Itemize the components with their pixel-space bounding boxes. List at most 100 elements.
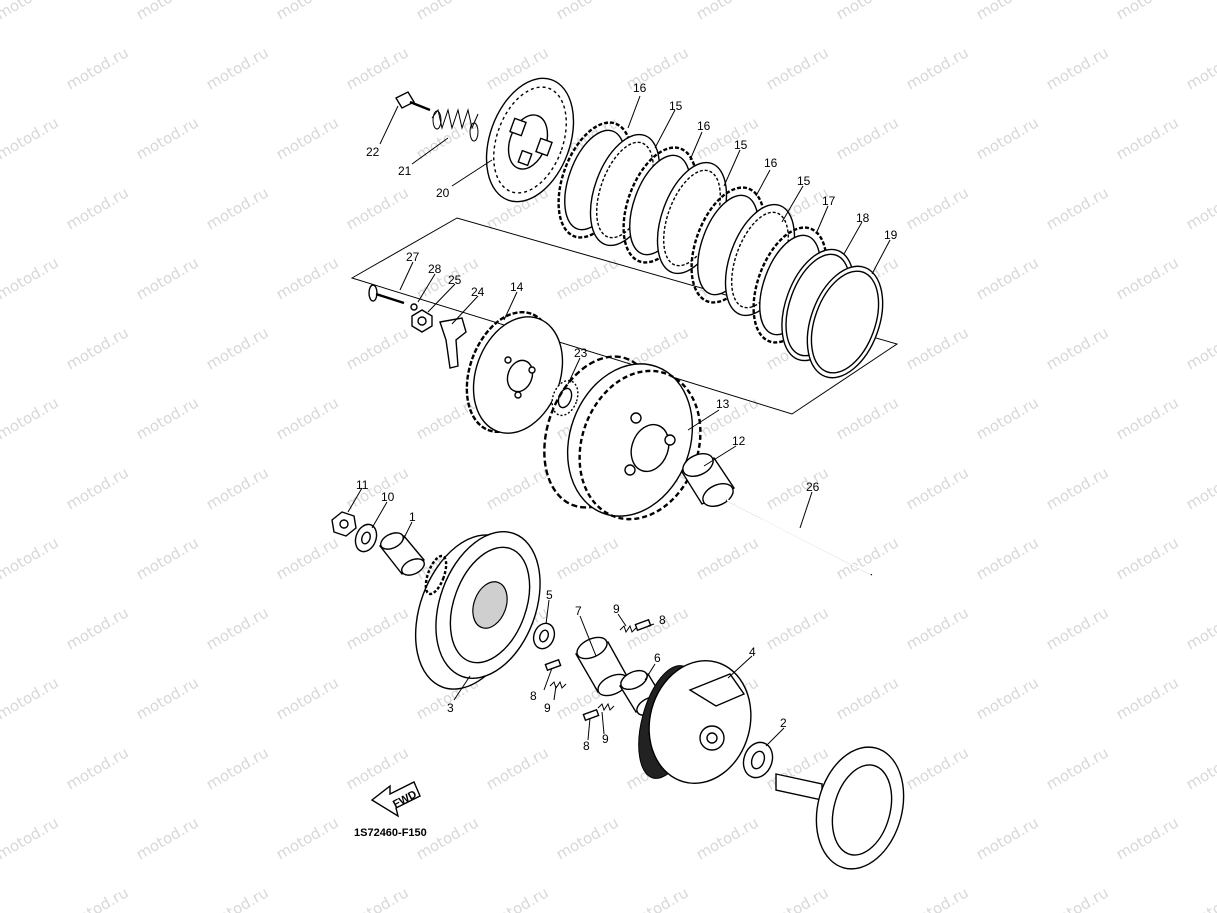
watermark-text: motod.ru (133, 813, 202, 863)
watermark-text: motod.ru (1183, 603, 1217, 653)
callout-25: 25 (448, 273, 462, 287)
plate-24 (439, 317, 467, 369)
watermark-text: motod.ru (1113, 0, 1182, 23)
watermark-text: motod.ru (1113, 813, 1182, 863)
clutch-housing-3 (414, 531, 541, 690)
watermark-text: motod.ru (903, 743, 972, 793)
pin-8-bottom (582, 708, 600, 722)
callout-9-a: 9 (613, 602, 620, 616)
watermark-text: motod.ru (553, 533, 622, 583)
watermark-text: motod.ru (343, 463, 412, 513)
watermark-text: motod.ru (203, 323, 272, 373)
watermark-text: motod.ru (973, 393, 1042, 443)
watermark-text: motod.ru (0, 253, 62, 303)
watermark-text: motod.ru (973, 533, 1042, 583)
diagram-code: 1S72460-F150 (354, 827, 427, 839)
watermark-text: motod.ru (273, 253, 342, 303)
watermark-text: motod.ru (63, 463, 132, 513)
watermark-text: motod.ru (763, 883, 832, 913)
watermark-text: motod.ru (273, 393, 342, 443)
callout-22: 22 (366, 145, 380, 159)
nut-25 (411, 309, 433, 333)
watermark-text: motod.ru (343, 883, 412, 913)
watermark-text: motod.ru (203, 183, 272, 233)
watermark-text: motod.ru (903, 883, 972, 913)
watermark-text: motod.ru (343, 603, 412, 653)
watermark-text: motod.ru (1183, 883, 1217, 913)
watermark-text: motod.ru (903, 603, 972, 653)
callout-1: 1 (409, 510, 416, 524)
watermark-text: motod.ru (203, 463, 272, 513)
watermark-text: motod.ru (763, 43, 832, 93)
callout-10: 10 (381, 490, 395, 504)
watermark-text: motod.ru (763, 463, 832, 513)
callout-15-b: 15 (734, 138, 748, 152)
push-rod-26 (725, 499, 873, 576)
callout-16-c: 16 (764, 156, 778, 170)
watermark-text: motod.ru (973, 113, 1042, 163)
watermark-text: motod.ru (623, 603, 692, 653)
watermark-text: motod.ru (833, 673, 902, 723)
watermark-text: motod.ru (273, 673, 342, 723)
watermark-text: motod.ru (1183, 463, 1217, 513)
watermark-text: motod.ru (63, 43, 132, 93)
bearing-1 (378, 532, 426, 576)
watermark-text: motod.ru (133, 673, 202, 723)
watermark-text: motod.ru (1043, 43, 1112, 93)
callout-9-c: 9 (602, 732, 609, 746)
watermark-text: motod.ru (903, 323, 972, 373)
watermark-text: motod.ru (413, 0, 482, 23)
callout-15-c: 15 (797, 174, 811, 188)
watermark-text: motod.ru (693, 0, 762, 23)
watermark-text: motod.ru (63, 743, 132, 793)
watermark-text: motod.ru (63, 323, 132, 373)
washer-2 (742, 741, 774, 779)
watermark-text: motod.ru (0, 0, 62, 23)
watermark-text: motod.ru (203, 883, 272, 913)
watermark-text: motod.ru (1183, 43, 1217, 93)
crankshaft (775, 746, 905, 870)
callout-28: 28 (428, 262, 442, 276)
watermark-text: motod.ru (833, 113, 902, 163)
watermark-text: motod.ru (1043, 603, 1112, 653)
watermark-text: motod.ru (833, 0, 902, 23)
callout-17: 17 (822, 194, 836, 208)
callout-19: 19 (884, 228, 898, 242)
watermark-text: motod.ru (343, 323, 412, 373)
watermark-text: motod.ru (693, 813, 762, 863)
bolt-27 (368, 284, 405, 305)
watermark-text: motod.ru (1043, 463, 1112, 513)
watermark-text: motod.ru (343, 43, 412, 93)
callout-11: 11 (356, 478, 369, 492)
watermark-text: motod.ru (763, 603, 832, 653)
watermark-text: motod.ru (833, 533, 902, 583)
watermark-text: motod.ru (1043, 183, 1112, 233)
watermark-text: motod.ru (553, 0, 622, 23)
pin-8-left (544, 658, 562, 672)
watermark-text: motod.ru (0, 113, 62, 163)
watermark-text: motod.ru (903, 183, 972, 233)
pin-8-top (634, 618, 652, 632)
watermark-text: motod.ru (133, 113, 202, 163)
watermark-text: motod.ru (1043, 883, 1112, 913)
callout-numbers: 22 21 20 16 15 16 15 16 15 17 18 19 27 2… (356, 81, 898, 753)
bolt-22 (395, 91, 431, 112)
callout-24: 24 (471, 285, 485, 299)
watermark-text: motod.ru (0, 393, 62, 443)
washer-5 (532, 622, 556, 650)
callout-6: 6 (654, 651, 661, 665)
callout-23: 23 (574, 346, 588, 360)
watermark-text: motod.ru (553, 813, 622, 863)
callout-27: 27 (406, 250, 420, 264)
callout-18: 18 (856, 211, 870, 225)
callout-26: 26 (806, 480, 820, 494)
callout-20: 20 (436, 186, 450, 200)
callout-14: 14 (510, 280, 524, 294)
one-way-clutch-7 (574, 636, 629, 697)
watermark-text: motod.ru (133, 533, 202, 583)
watermark-text: motod.ru (133, 253, 202, 303)
watermark-text: motod.ru (413, 393, 482, 443)
leader-lines (347, 95, 891, 747)
callout-7: 7 (575, 604, 582, 618)
